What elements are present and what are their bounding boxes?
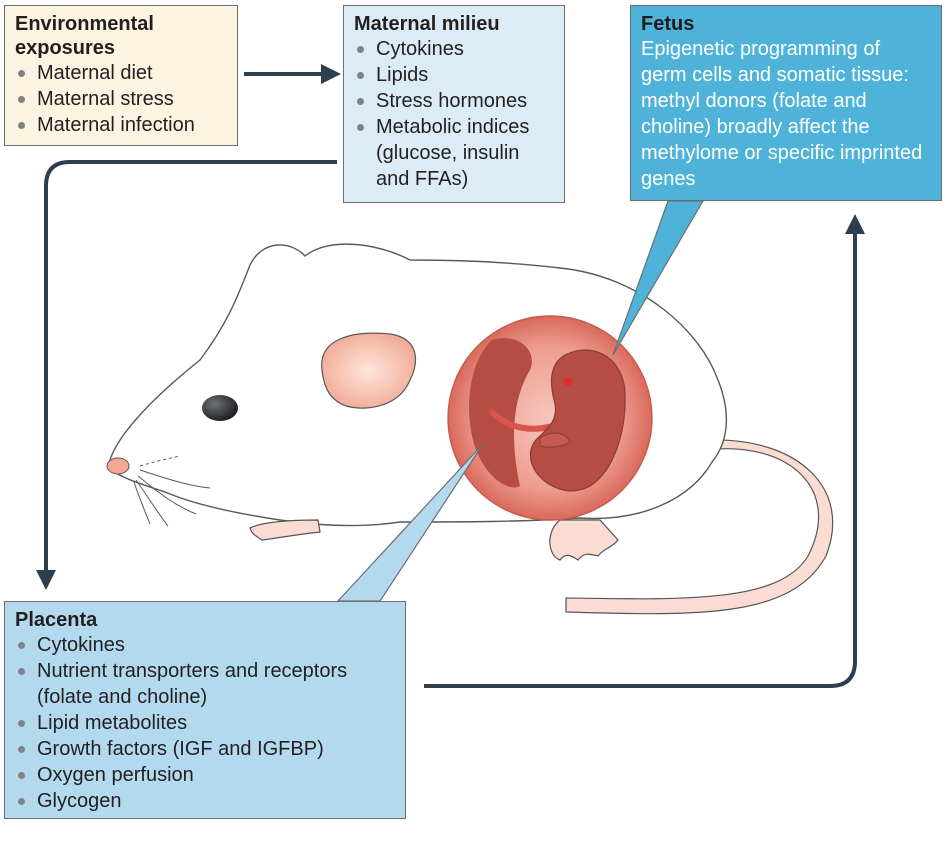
environmental-exposures-box: Environmental exposures Maternal diet Ma… bbox=[4, 5, 238, 146]
mouse-tail bbox=[565, 439, 834, 615]
placenta-box: Placenta Cytokines Nutrient transporters… bbox=[4, 601, 406, 819]
list-item: Stress hormones bbox=[354, 88, 554, 114]
arrow-placenta-to-fetus bbox=[424, 214, 865, 688]
fetus-callout-pointer bbox=[612, 200, 705, 356]
list-item: Lipids bbox=[354, 62, 554, 88]
list-item: Cytokines bbox=[354, 36, 554, 62]
placenta-list: Cytokines Nutrient transporters and rece… bbox=[15, 632, 395, 814]
list-item: Glycogen bbox=[15, 788, 395, 814]
list-item: Cytokines bbox=[15, 632, 395, 658]
list-item: Maternal infection bbox=[15, 112, 227, 138]
placenta-shape bbox=[469, 338, 532, 488]
maternal-milieu-box: Maternal milieu Cytokines Lipids Stress … bbox=[343, 5, 565, 203]
environmental-exposures-list: Maternal diet Maternal stress Maternal i… bbox=[15, 60, 227, 138]
list-item: Nutrient transporters and receptors (fol… bbox=[15, 658, 395, 710]
fetus-title: Fetus bbox=[641, 13, 695, 35]
mouse-hind-foot bbox=[549, 519, 619, 561]
environmental-exposures-title: Environmental exposures bbox=[15, 13, 154, 59]
list-item: Metabolic indices (glucose, insulin and … bbox=[354, 114, 554, 192]
fetus-shape bbox=[529, 349, 626, 492]
mouse-nose bbox=[106, 457, 130, 475]
maternal-milieu-title: Maternal milieu bbox=[354, 13, 500, 35]
fetus-limb bbox=[539, 432, 571, 448]
fetus-box: Fetus Epigenetic programming of germ cel… bbox=[630, 5, 942, 201]
fetus-eye bbox=[564, 378, 572, 386]
arrow-milieu-to-placenta bbox=[36, 160, 337, 590]
list-item: Maternal stress bbox=[15, 86, 227, 112]
mouse-ear bbox=[321, 332, 417, 409]
list-item: Lipid metabolites bbox=[15, 710, 395, 736]
list-item: Oxygen perfusion bbox=[15, 762, 395, 788]
mouse-whiskers bbox=[133, 455, 211, 527]
list-item: Growth factors (IGF and IGFBP) bbox=[15, 736, 395, 762]
maternal-milieu-list: Cytokines Lipids Stress hormones Metabol… bbox=[354, 36, 554, 192]
placenta-title: Placenta bbox=[15, 609, 98, 631]
mouse-front-foot bbox=[249, 519, 321, 541]
mouse-eye bbox=[202, 395, 238, 421]
fetus-description: Epigenetic programming of germ cells and… bbox=[641, 38, 923, 190]
list-item: Maternal diet bbox=[15, 60, 227, 86]
